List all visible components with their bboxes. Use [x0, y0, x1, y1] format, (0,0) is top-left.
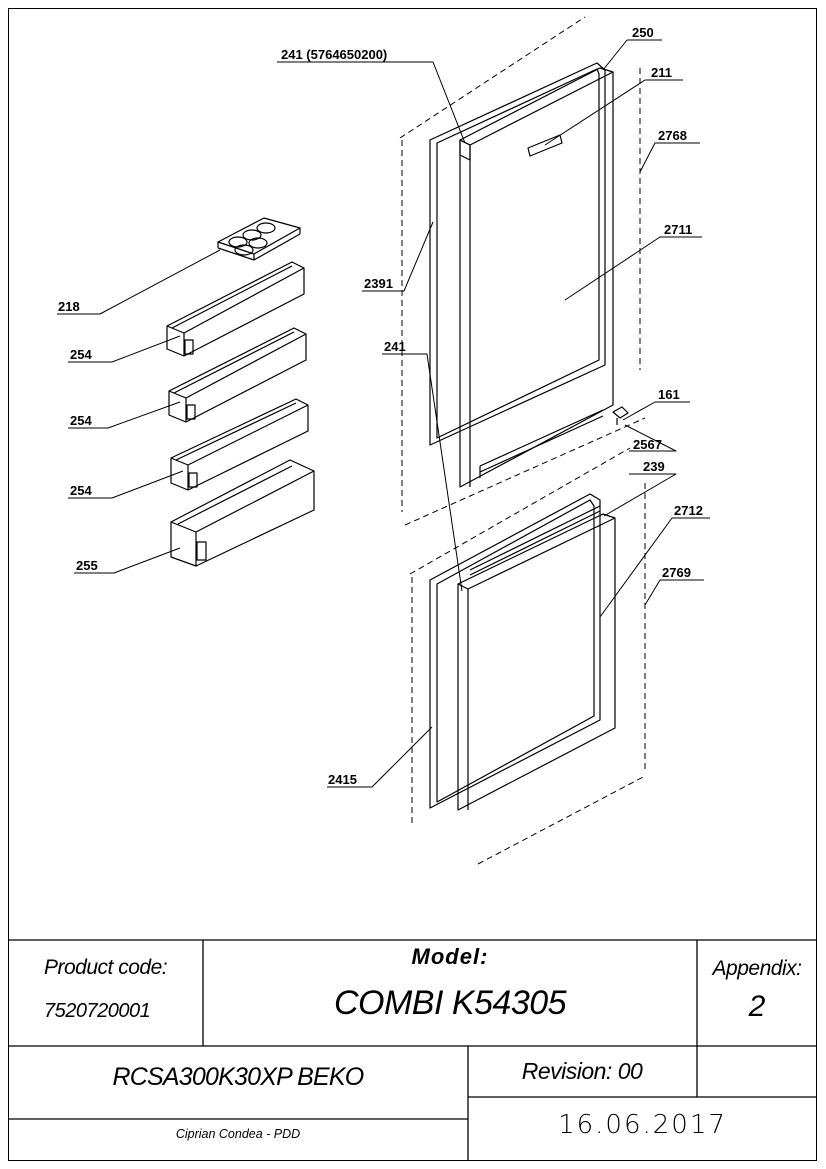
- callout-2711: 2711: [664, 222, 692, 237]
- callout-labels: 241 (5764650200) 250 211 2768 2711 2391 …: [58, 25, 703, 787]
- product-code-label: Product code:: [44, 956, 168, 979]
- callout-250: 250: [632, 25, 654, 40]
- door-shelf-255: [170, 459, 315, 567]
- upper-door-panel: [459, 67, 614, 488]
- callout-239: 239: [643, 459, 665, 474]
- callout-254-b: 254: [70, 413, 92, 428]
- door-shelf-254-a: [166, 261, 305, 357]
- appendix-label: Appendix:: [712, 957, 802, 980]
- callout-255: 255: [76, 558, 98, 573]
- callout-241-top: 241 (5764650200): [281, 47, 387, 62]
- revision-date: 16.06.2017: [558, 1110, 727, 1140]
- callout-254-a: 254: [70, 347, 92, 362]
- drawing-sheet-frame: [8, 8, 817, 1161]
- appendix-value: 2: [748, 990, 766, 1023]
- callout-218: 218: [58, 299, 80, 314]
- lower-door-panel: [457, 505, 616, 811]
- exploded-view-drawing: 241 (5764650200) 250 211 2768 2711 2391 …: [57, 16, 710, 865]
- callout-2712: 2712: [674, 503, 703, 518]
- callout-2415: 2415: [328, 772, 357, 787]
- callout-2567: 2567: [633, 437, 662, 452]
- revision-label: Revision: 00: [521, 1058, 643, 1084]
- callout-2769: 2769: [662, 565, 691, 580]
- author-name: Ciprian Condea - PDD: [175, 1127, 301, 1141]
- door-shelf-254-c: [170, 398, 309, 491]
- callout-2391: 2391: [364, 276, 393, 291]
- callout-241-bottom: 241: [384, 339, 406, 354]
- product-code-value: 7520720001: [44, 1000, 151, 1022]
- callout-underlines: [57, 39, 710, 788]
- model-value: COMBI K54305: [333, 984, 567, 1022]
- lower-dashed-envelope: [409, 447, 646, 865]
- callout-211: 211: [651, 65, 672, 80]
- model-label: Model:: [411, 944, 489, 969]
- door-shelf-254-b: [168, 327, 307, 423]
- callout-254-c: 254: [70, 483, 92, 498]
- lower-door-gasket: [429, 493, 601, 809]
- callout-161: 161: [658, 387, 680, 402]
- upper-dashed-envelope: [399, 16, 646, 526]
- upper-door-gasket: [429, 62, 606, 446]
- hinge-part-161: [612, 406, 629, 425]
- callout-2768: 2768: [658, 128, 687, 143]
- drawing-name: RCSA300K30XP BEKO: [112, 1063, 365, 1091]
- egg-tray-218: [217, 217, 301, 261]
